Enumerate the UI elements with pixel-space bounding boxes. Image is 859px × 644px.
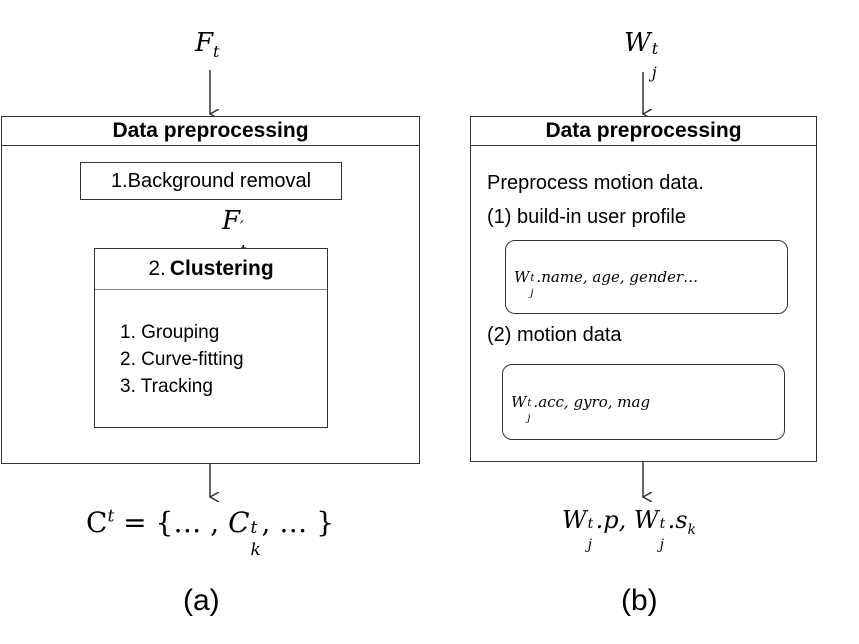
caption-a: (a) bbox=[183, 584, 220, 617]
right-item1: (1) build-in user profile bbox=[487, 206, 686, 228]
left-mid-label: F′t bbox=[222, 206, 246, 260]
caption-b: (b) bbox=[621, 584, 658, 617]
right-item2: (2) motion data bbox=[487, 324, 622, 346]
background-removal-box: 1.Background removal bbox=[80, 162, 342, 200]
background-removal-label: 1.Background removal bbox=[110, 169, 312, 192]
left-header: Data preprocessing bbox=[2, 117, 419, 146]
left-input-label: Ft bbox=[195, 28, 220, 62]
substep-tracking: 3. Tracking bbox=[120, 376, 213, 397]
substep-curve-fitting: 2. Curve-fitting bbox=[120, 349, 244, 370]
clustering-box: 2.Clustering 1. Grouping 2. Curve-fittin… bbox=[94, 248, 328, 428]
right-header: Data preprocessing bbox=[471, 117, 816, 146]
right-intro: Preprocess motion data. bbox=[487, 172, 704, 194]
substep-grouping: 1. Grouping bbox=[120, 322, 220, 343]
clustering-substeps: 1. Grouping 2. Curve-fitting 3. Tracking bbox=[120, 319, 244, 400]
clustering-header: 2.Clustering bbox=[95, 249, 327, 290]
